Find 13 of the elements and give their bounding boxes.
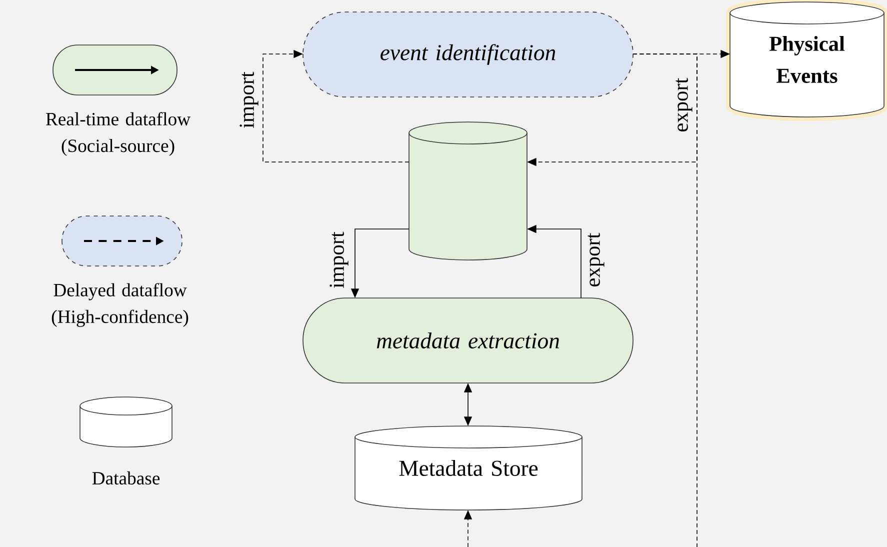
legend-label: Database [92,471,160,485]
process-box: metadata extraction [302,298,634,384]
process-box: event identification [302,12,634,98]
edge-label: export [674,76,694,134]
edge-label: import [238,70,260,130]
database-cylinder: Metadata Store [354,426,582,510]
legend-label: Delayed dataflow (High-confidence) [52,283,188,327]
arrow [262,50,410,162]
edge-label: import [328,230,350,290]
legend-label: Real-time dataflow (Social-source) [46,112,191,156]
database-cylinder: Physical Events [726,0,887,121]
database-cylinder [408,122,528,260]
edge-label: export [586,231,606,289]
